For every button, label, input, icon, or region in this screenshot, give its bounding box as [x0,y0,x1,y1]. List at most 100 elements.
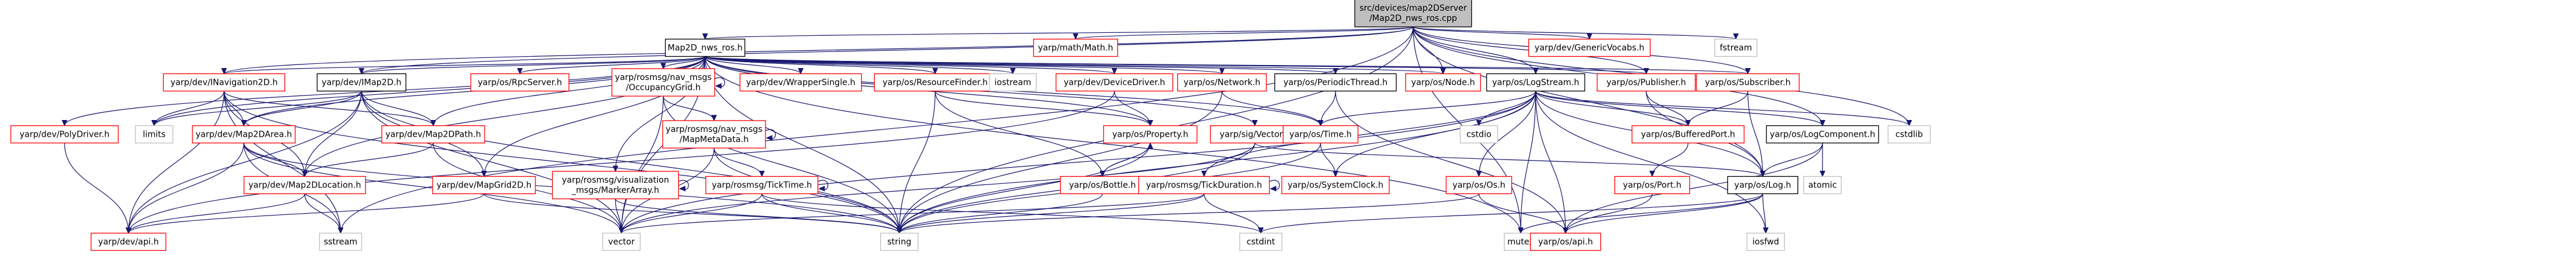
edge-bottle-to-property [1102,142,1153,177]
node-label: /Map2D_nws_ros.cpp [1370,14,1457,23]
node-yarp-dev-devicedriver-h[interactable]: yarp/dev/DeviceDriver.h [1055,73,1174,92]
edge-line [899,193,1205,233]
node-box [880,232,919,251]
edge-arrowhead [430,120,436,127]
node-yarp-dev-wrappersingle-h[interactable]: yarp/dev/WrapperSingle.h [739,73,862,92]
node-yarp-dev-api-h[interactable]: yarp/dev/api.h [90,232,167,251]
node-yarp-os-bottle-h[interactable]: yarp/os/Bottle.h [1059,176,1145,195]
edge-logcomponent-to-log [1760,143,1823,177]
edge-line [1565,193,1653,233]
edge-log-to-osapi [1563,193,1763,234]
node-yarp-dev-map2dlocation-h[interactable]: yarp/dev/Map2DLocation.h [243,176,366,195]
node-yarp-math-math-h[interactable]: yarp/math/Math.h [1033,38,1119,57]
node-yarp-os-property-h[interactable]: yarp/os/Property.h [1103,125,1197,144]
node-box [662,120,766,149]
node-box [1274,73,1397,92]
node-yarp-os-network-h[interactable]: yarp/os/Network.h [1177,73,1267,92]
node-box [739,73,862,92]
node-yarp-os-publisher-h[interactable]: yarp/os/Publisher.h [1597,73,1696,92]
node-box [989,73,1037,92]
node-yarp-dev-map2dpath-h[interactable]: yarp/dev/Map2DPath.h [381,125,485,144]
node-label: yarp/os/RpcServer.h [477,78,562,88]
node-yarp-os-time-h[interactable]: yarp/os/Time.h [1282,125,1359,144]
node-yarp-os-node-h[interactable]: yarp/os/Node.h [1405,73,1481,92]
edge-line [761,193,1261,234]
node-yarp-os-resourcefinder-h[interactable]: yarp/os/ResourceFinder.h [874,73,997,92]
node-box [1103,125,1197,144]
edge-line [128,193,485,233]
node-yarp-rosmsg-visualization-msgs-markerarray-h[interactable]: yarp/rosmsg/visualization_msgs/MarkerArr… [552,171,679,199]
node-label: _msgs/MarkerArray.h [571,186,659,195]
edge-arrowhead [1111,68,1117,75]
edge-line [304,91,362,177]
node-yarp-dev-imap2d-h[interactable]: yarp/dev/IMap2D.h [317,73,406,92]
edge-arrowhead [1201,171,1207,177]
node-box [1055,73,1174,92]
edge-nws-to-rpcserver [517,56,706,75]
node-yarp-dev-polydriver-h[interactable]: yarp/dev/PolyDriver.h [10,125,119,144]
edge-line [223,56,706,75]
edge-line [1535,91,1823,126]
node-yarp-dev-map2darea-h[interactable]: yarp/dev/Map2DArea.h [192,125,296,144]
node-yarp-os-rpcserver-h[interactable]: yarp/os/RpcServer.h [470,73,569,92]
node-yarp-os-os-h[interactable]: yarp/os/Os.h [1445,176,1512,195]
node-label: yarp/dev/DeviceDriver.h [1064,78,1165,88]
node-yarp-dev-genericvocabs-h[interactable]: yarp/dev/GenericVocabs.h [1528,38,1651,57]
edge-nws-to-devicedriver [705,56,1117,75]
edge-line [1413,26,1590,40]
node-box [1888,125,1931,144]
node-yarp-rosmsg-ticktime-h[interactable]: yarp/rosmsg/TickTime.h [705,176,819,195]
edge-arrowhead [1333,68,1338,75]
node-yarp-os-periodicthread-h[interactable]: yarp/os/PeriodicThread.h [1274,73,1397,92]
node-yarp-dev-inavigation2d-h[interactable]: yarp/dev/INavigation2D.h [163,73,286,92]
node-yarp-os-port-h[interactable]: yarp/os/Port.h [1614,176,1690,195]
node-src-devices-map2dserver-map2d-nws-ros-cpp[interactable]: src/devices/map2DServer/Map2D_nws_ros.cp… [1354,0,1472,27]
node-label: Map2D_nws_ros.h [667,44,742,53]
node-yarp-rosmsg-tickduration-h[interactable]: yarp/rosmsg/TickDuration.h [1138,176,1270,195]
node-box [1530,232,1601,251]
node-yarp-os-log-h[interactable]: yarp/os/Log.h [1727,176,1799,195]
node-box [611,68,715,97]
node-yarp-dev-mapgrid2d-h[interactable]: yarp/dev/MapGrid2D.h [432,176,536,195]
node-yarp-os-systemclock-h[interactable]: yarp/os/SystemClock.h [1281,176,1390,195]
edge-root-to-genericvocabs [1413,26,1592,40]
node-label: yarp/dev/Map2DArea.h [195,130,292,140]
edge-line [1335,91,1566,233]
node-label: yarp/rosmsg/nav_msgs [615,73,712,82]
node-label: limits [143,130,166,140]
node-map2d-nws-ros-h[interactable]: Map2D_nws_ros.h [664,38,746,57]
edge-line [304,143,434,177]
node-label: cstdlib [1895,130,1923,140]
edge-line [223,26,1414,74]
edge-arrowhead [1745,68,1751,75]
edge-logcomponent-to-atomic [1820,143,1825,177]
edge-arrowhead [1270,186,1276,192]
node-cstdint: cstdint [1239,232,1282,251]
node-box [134,125,174,144]
node-yarp-rosmsg-nav-msgs-mapmetadata-h[interactable]: yarp/rosmsg/nav_msgs/MapMetaData.h [662,120,766,149]
edge-ticktime-to-ticktime [817,180,829,192]
node-label: yarp/os/LogComponent.h [1770,130,1875,140]
edge-line [1535,91,1766,233]
edge-line [128,91,225,233]
node-yarp-os-logstream-h[interactable]: yarp/os/LogStream.h [1486,73,1585,92]
node-yarp-os-api-h[interactable]: yarp/os/api.h [1530,232,1601,251]
node-box [1033,38,1119,57]
node-label: yarp/math/Math.h [1038,44,1113,53]
node-yarp-os-logcomponent-h[interactable]: yarp/os/LogComponent.h [1766,125,1879,144]
node-yarp-os-subscriber-h[interactable]: yarp/os/Subscriber.h [1696,73,1800,92]
edge-nws-to-node [705,56,1446,75]
edge-imap2d-to-map2darea [241,91,362,127]
edge-occupancygrid-to-occupancygrid [714,77,725,89]
edge-line [899,91,1536,233]
node-yarp-rosmsg-nav-msgs-occupancygrid-h[interactable]: yarp/rosmsg/nav_msgs/OccupancyGrid.h [611,68,715,97]
edge-logstream-to-time [1318,91,1536,127]
node-box [664,38,746,57]
node-label: yarp/os/Time.h [1289,130,1352,140]
edge-arrowhead [1763,227,1769,234]
edge-logstream-to-vectorstd [618,91,1536,234]
edge-line [243,91,362,126]
edge-line [304,193,341,233]
node-yarp-os-bufferedport-h[interactable]: yarp/os/BufferedPort.h [1631,125,1745,144]
node-cstdlib: cstdlib [1888,125,1931,144]
